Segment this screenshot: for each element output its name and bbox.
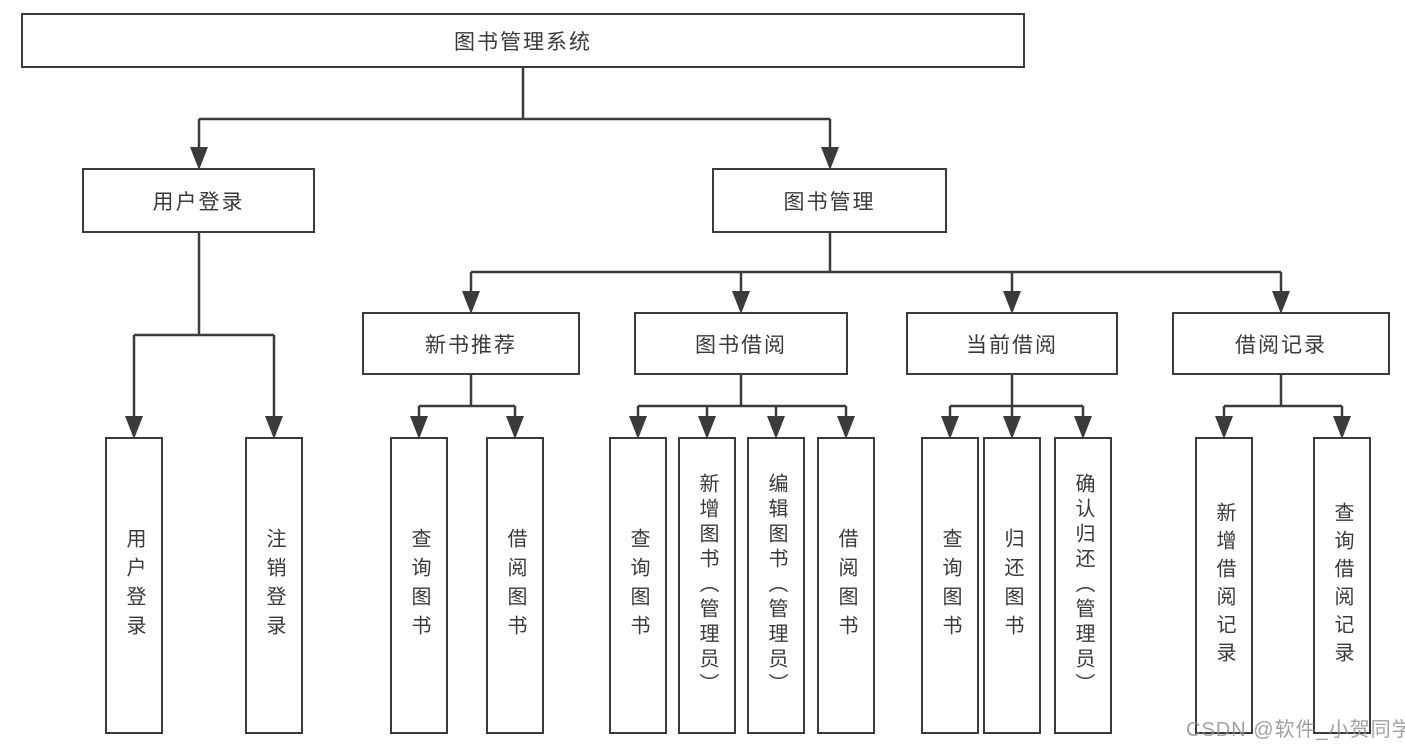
leaf-borrow-query-label: 查询图书 [627, 527, 649, 644]
node-new-book-rec-label: 新书推荐 [425, 333, 517, 357]
leaf-rec-borrow: 借阅图书 [486, 437, 544, 734]
node-book-borrow: 图书借阅 [634, 312, 848, 375]
leaf-user-login: 用户登录 [105, 437, 163, 734]
leaf-current-query-label: 查询图书 [939, 527, 961, 644]
leaf-record-query-label: 查询借阅记录 [1331, 501, 1353, 670]
leaf-borrow-add-label: 新增图书（管理员） [696, 473, 718, 698]
leaf-current-confirm: 确认归还（管理员） [1054, 437, 1112, 734]
node-borrow-record: 借阅记录 [1172, 312, 1390, 375]
node-user-login-label: 用户登录 [152, 190, 245, 214]
leaf-current-confirm-label: 确认归还（管理员） [1072, 473, 1094, 698]
leaf-rec-borrow-label: 借阅图书 [504, 527, 526, 644]
leaf-record-query: 查询借阅记录 [1313, 437, 1371, 734]
leaf-borrow-edit: 编辑图书（管理员） [747, 437, 805, 734]
leaf-record-add-label: 新增借阅记录 [1213, 501, 1235, 670]
leaf-borrow-edit-label: 编辑图书（管理员） [765, 473, 787, 698]
leaf-rec-query-label: 查询图书 [408, 527, 430, 644]
leaf-current-return-label: 归还图书 [1001, 527, 1023, 644]
csdn-watermark: CSDN @软件_小贺同学 [1186, 719, 1405, 741]
leaf-borrow-lend: 借阅图书 [817, 437, 875, 734]
leaf-borrow-add: 新增图书（管理员） [678, 437, 736, 734]
leaf-rec-query: 查询图书 [390, 437, 448, 734]
node-current-borrow: 当前借阅 [906, 312, 1118, 375]
node-book-mgmt: 图书管理 [712, 168, 947, 233]
node-user-login: 用户登录 [82, 168, 315, 233]
node-book-borrow-label: 图书借阅 [695, 333, 787, 357]
node-root: 图书管理系统 [21, 13, 1025, 68]
leaf-borrow-lend-label: 借阅图书 [835, 527, 857, 644]
node-current-borrow-label: 当前借阅 [966, 333, 1058, 357]
leaf-user-login-label: 用户登录 [123, 527, 145, 644]
node-borrow-record-label: 借阅记录 [1235, 333, 1327, 357]
node-root-label: 图书管理系统 [454, 30, 592, 54]
leaf-logout-label: 注销登录 [263, 527, 285, 644]
leaf-record-add: 新增借阅记录 [1195, 437, 1253, 734]
leaf-current-return: 归还图书 [983, 437, 1041, 734]
leaf-logout: 注销登录 [245, 437, 303, 734]
leaf-borrow-query: 查询图书 [609, 437, 667, 734]
node-new-book-rec: 新书推荐 [362, 312, 580, 375]
leaf-current-query: 查询图书 [921, 437, 979, 734]
node-book-mgmt-label: 图书管理 [783, 190, 876, 214]
